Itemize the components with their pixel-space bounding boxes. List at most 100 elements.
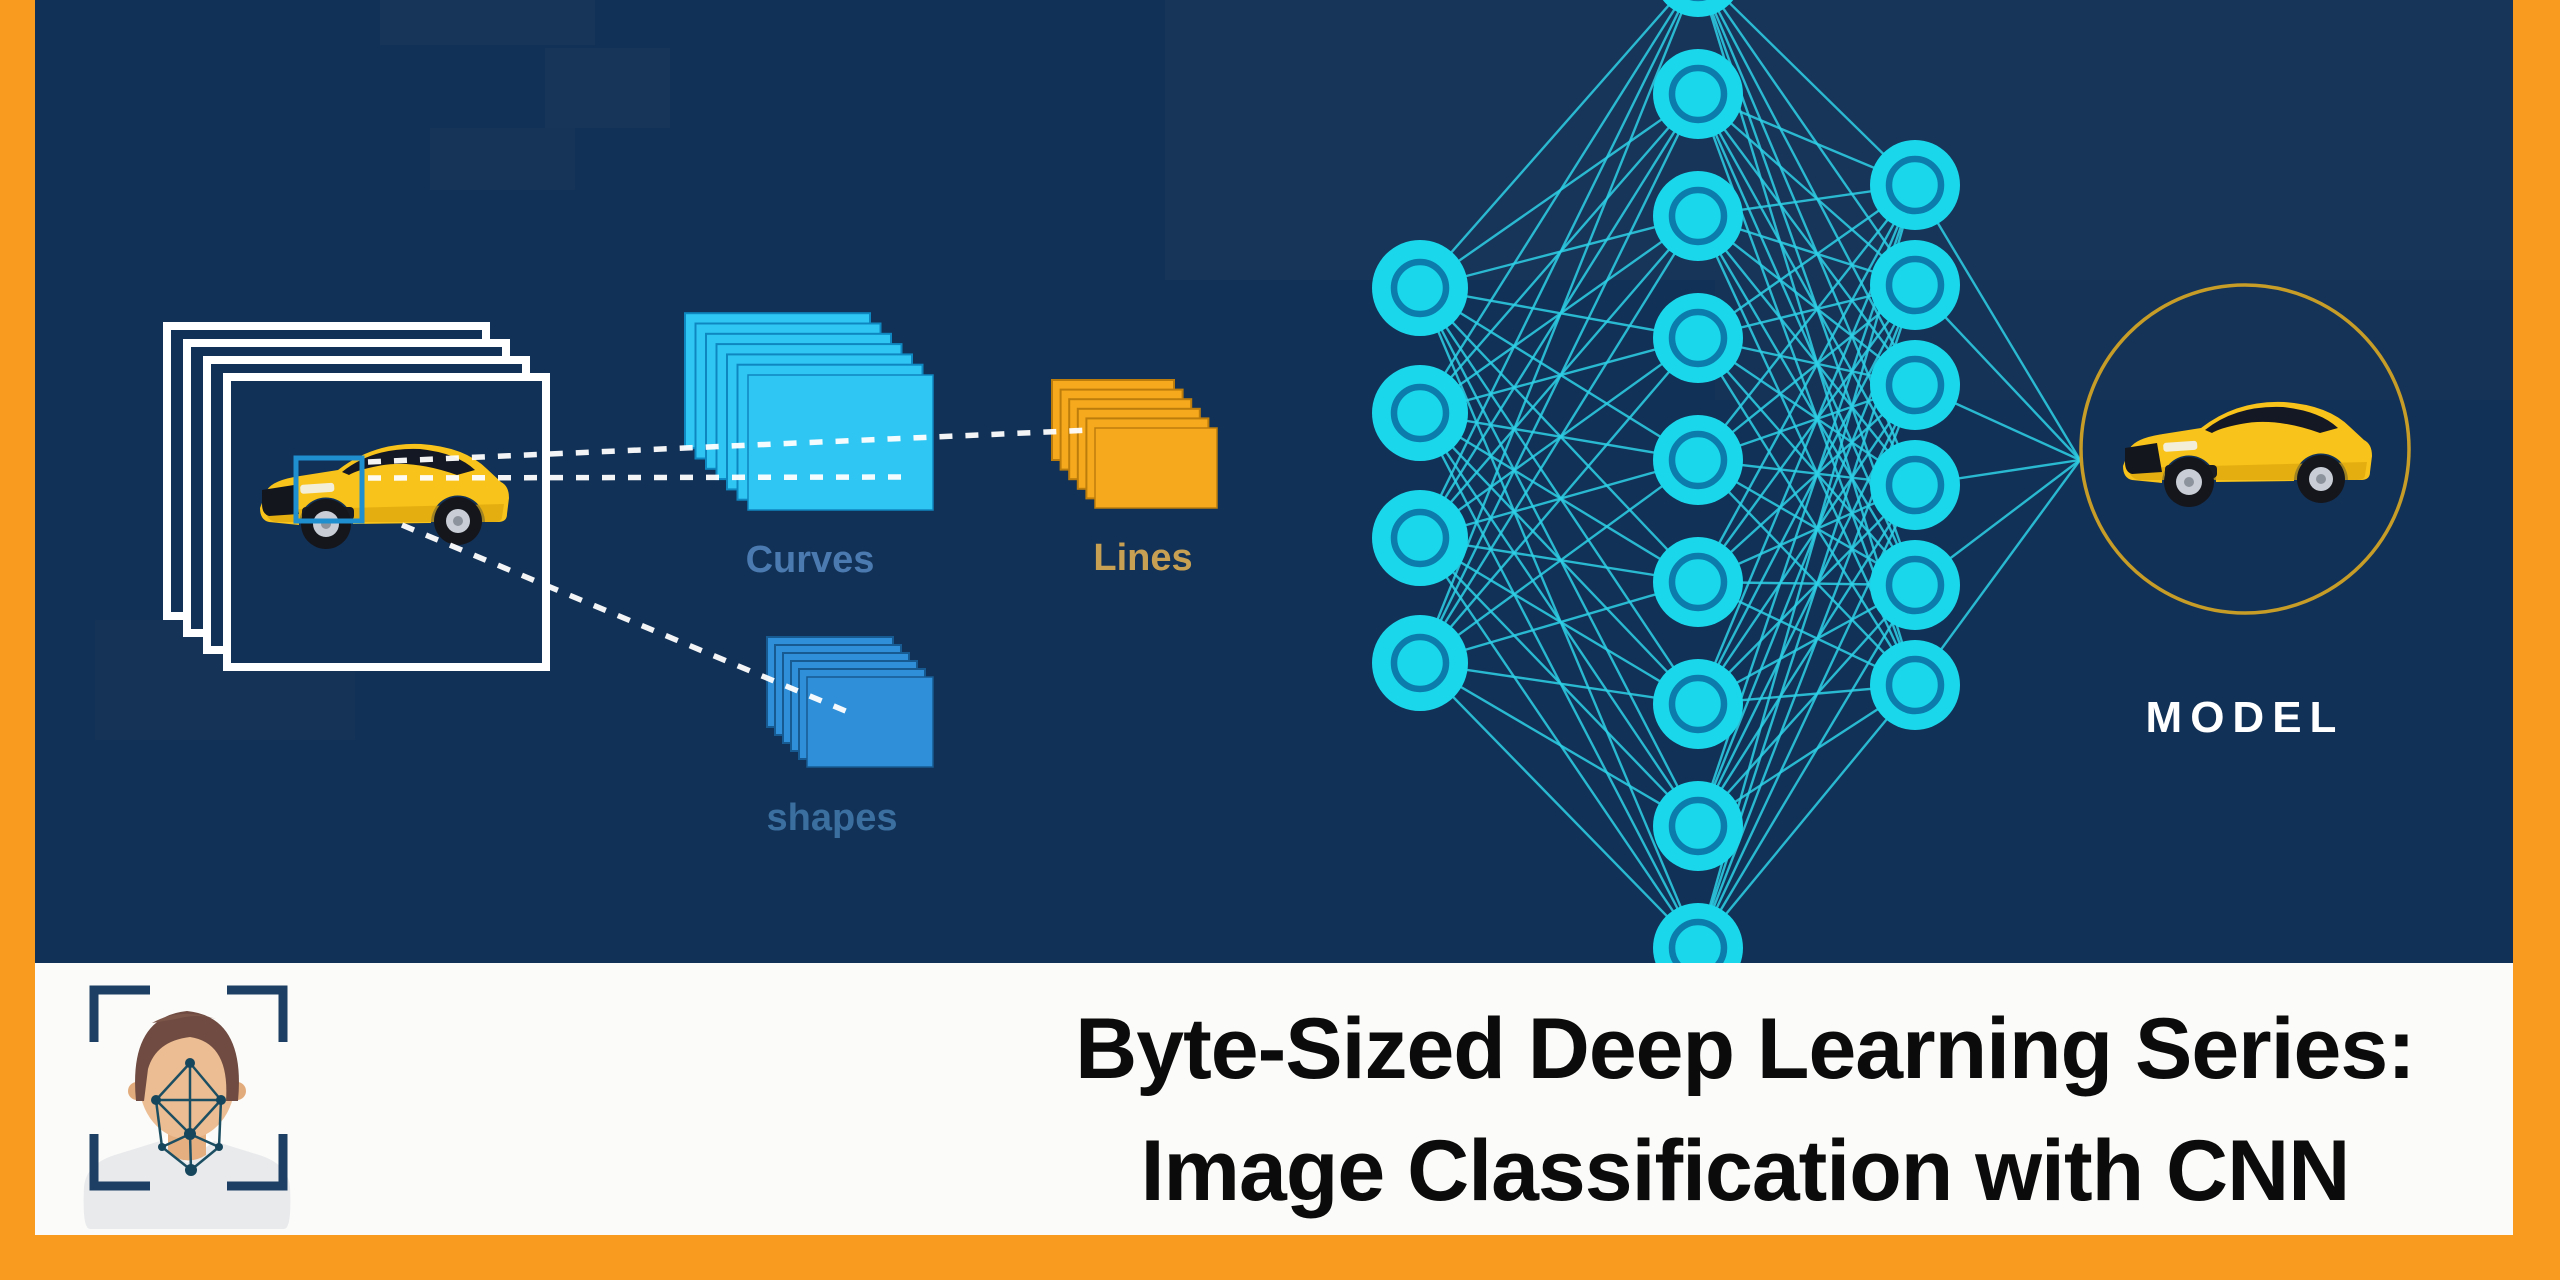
lines-label: Lines [1093, 537, 1192, 579]
network-edge [1419, 580, 1699, 665]
network-edge [1696, 215, 1917, 586]
network-edge [1419, 412, 1699, 705]
network-edge [1697, 484, 1916, 705]
network-edge [1696, 184, 1917, 583]
network-node-ring [1668, 918, 1728, 963]
logo-shoulders [83, 1141, 291, 1229]
network-node [1870, 140, 1960, 230]
network-edge [1418, 0, 1682, 414]
lines-stack-layer [1094, 427, 1218, 509]
network-edge [1419, 0, 1675, 289]
network-edge [1419, 459, 1699, 664]
network-edge [1715, 0, 1916, 286]
network-node-ring [1668, 430, 1728, 490]
network-node [1653, 781, 1743, 871]
network-node [1653, 659, 1743, 749]
network-edge [1696, 337, 1917, 686]
network-edge [1696, 284, 1917, 705]
banner-band [35, 963, 2513, 1235]
headline-line2: Image Classification with CNN [1140, 1123, 2351, 1219]
headline: Byte-Sized Deep Learning Series: Image C… [1045, 988, 2445, 1232]
network-node [1870, 640, 1960, 730]
model-circle [2079, 283, 2411, 615]
network-node [1653, 171, 1743, 261]
network-node-ring [1390, 633, 1450, 693]
hero-panel: Curves Lines shapes MODEL [35, 0, 2513, 963]
neural-network-nodes [1372, 0, 1960, 963]
curves-feature-stack [684, 312, 934, 511]
network-node-ring [1668, 308, 1728, 368]
network-node [1653, 49, 1743, 139]
network-edge [1914, 459, 2081, 686]
network-node-ring [1885, 555, 1945, 615]
network-node [1870, 540, 1960, 630]
lines-feature-stack [1051, 379, 1218, 509]
network-edge [1418, 0, 1686, 539]
network-node-ring [1885, 155, 1945, 215]
network-edge [1418, 93, 1700, 664]
network-node [1372, 365, 1468, 461]
network-edge [1419, 287, 1699, 705]
network-node-ring [1885, 455, 1945, 515]
network-node [1372, 490, 1468, 586]
model-label: MODEL [2146, 693, 2345, 742]
network-edge [1419, 286, 1699, 462]
network-node [1870, 440, 1960, 530]
diagram-svg: Curves Lines shapes MODEL [163, 0, 2411, 963]
network-node-ring [1668, 186, 1728, 246]
network-node [1870, 240, 1960, 330]
logo-mesh-nodes [151, 1058, 226, 1176]
network-node [1372, 240, 1468, 336]
network-node-ring [1668, 796, 1728, 856]
network-edge [1418, 215, 1700, 664]
network-edge [1419, 661, 1699, 828]
network-node-ring [1885, 655, 1945, 715]
network-edge [1697, 584, 1916, 827]
network-node [1653, 293, 1743, 383]
network-node-ring [1885, 255, 1945, 315]
shapes-feature-stack [766, 636, 934, 768]
dashed-connector-patch-to-lines [367, 427, 1093, 465]
network-edge [1419, 412, 1699, 827]
network-edge [1696, 584, 1917, 949]
network-node-ring [1885, 355, 1945, 415]
logo-hair-highlight [152, 1013, 216, 1023]
curves-label: Curves [746, 539, 875, 581]
network-edge [1697, 384, 1916, 705]
logo-scan-brackets [89, 985, 288, 1191]
network-edge [1419, 537, 1699, 949]
network-edge [1696, 484, 1917, 827]
network-node-ring [1668, 64, 1728, 124]
dashed-connector-patch-to-curves [367, 474, 908, 481]
network-node [1372, 615, 1468, 711]
image-stack-frames [163, 322, 550, 671]
network-edge [1697, 384, 1916, 583]
network-node-ring [1668, 674, 1728, 734]
face-recognition-logo [83, 985, 291, 1229]
model-car-image [2123, 401, 2372, 507]
network-node [1653, 903, 1743, 963]
network-node [1653, 537, 1743, 627]
network-node [1662, 0, 1734, 17]
network-node-ring [1390, 508, 1450, 568]
network-node-ring [1390, 383, 1450, 443]
network-edge [1696, 93, 1917, 486]
dashed-connector-wheel-to-shapes [400, 522, 850, 715]
network-edge [1913, 184, 2082, 461]
headline-line1: Byte-Sized Deep Learning Series: [1075, 1001, 2416, 1097]
network-node [1870, 340, 1960, 430]
network-edge [1697, 284, 1916, 583]
logo-hair [135, 1011, 239, 1101]
shapes-stack-layer [806, 676, 934, 768]
network-edge [1419, 287, 1699, 583]
network-edge [1724, 0, 1916, 186]
network-edge [1419, 337, 1699, 664]
shapes-label: shapes [767, 797, 898, 839]
network-edge [1697, 184, 1916, 461]
network-edge [1697, 684, 1916, 949]
patch-selection-box [293, 455, 365, 524]
network-edge [1419, 537, 1699, 827]
network-node-ring [1390, 258, 1450, 318]
network-node [1653, 415, 1743, 505]
